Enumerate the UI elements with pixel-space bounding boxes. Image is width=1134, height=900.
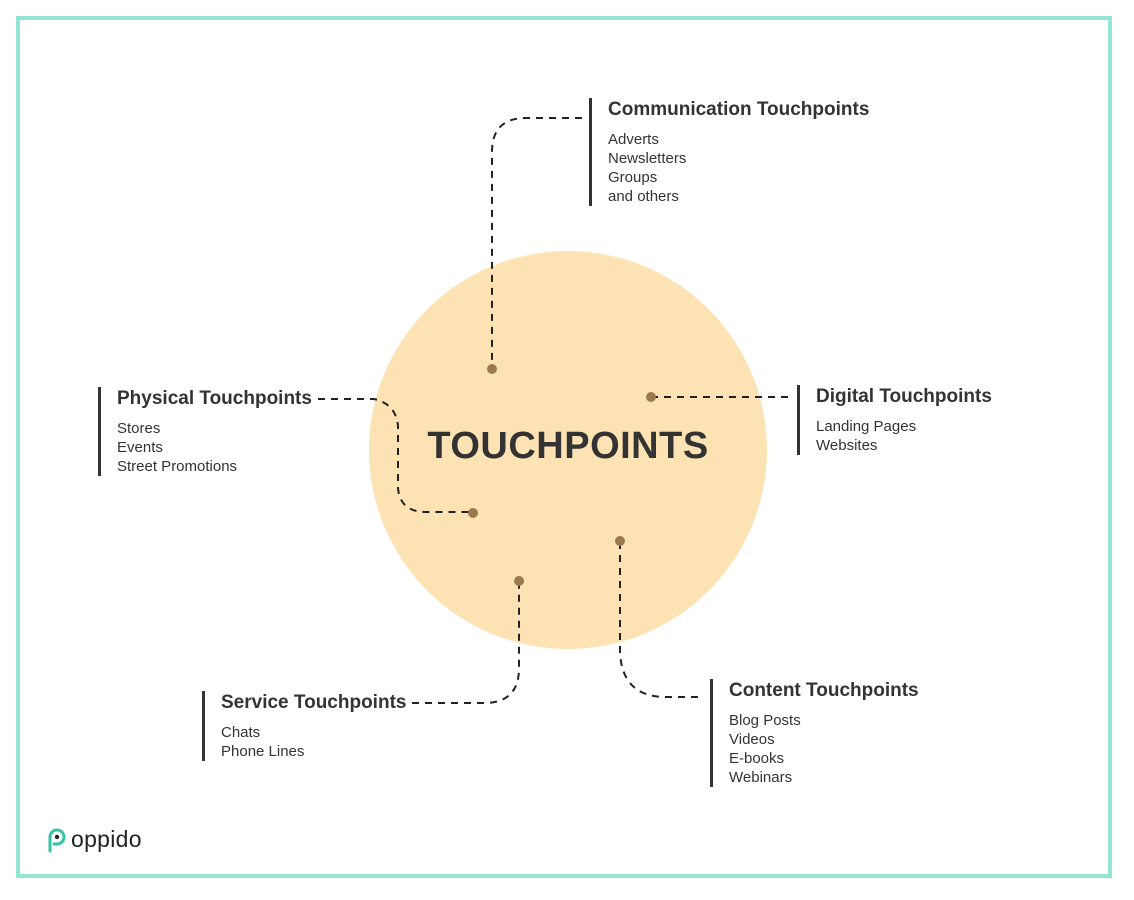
group-title: Communication Touchpoints (608, 99, 870, 120)
group-item: Websites (816, 437, 878, 454)
group-item: Newsletters (608, 150, 687, 167)
group-title: Service Touchpoints (221, 692, 407, 713)
group-item: Stores (117, 420, 161, 437)
group-item: and others (608, 188, 679, 205)
group-content: Content Touchpoints Blog Posts Videos E-… (710, 679, 919, 787)
group-title: Digital Touchpoints (816, 386, 992, 407)
group-digital: Digital Touchpoints Landing Pages Websit… (797, 385, 992, 455)
group-item: Groups (608, 169, 658, 186)
oppido-logo: oppido (46, 826, 142, 853)
group-item: Blog Posts (729, 712, 801, 729)
group-item: Street Promotions (117, 458, 238, 475)
connector-dot-communication (487, 364, 497, 374)
group-item: Landing Pages (816, 418, 917, 435)
frame-border (16, 16, 1112, 878)
group-item: Chats (221, 724, 261, 741)
group-service: Service Touchpoints Chats Phone Lines (202, 691, 406, 761)
connector-dot-service (514, 576, 524, 586)
group-item: Adverts (608, 131, 659, 148)
group-item: Videos (729, 731, 775, 748)
connector-dot-content (615, 536, 625, 546)
connector-physical (318, 398, 472, 513)
center-circle (369, 251, 767, 649)
connector-dot-physical (468, 508, 478, 518)
oppido-logo-text: oppido (71, 826, 142, 852)
group-item: Webinars (729, 769, 793, 786)
connector-content (619, 542, 704, 698)
group-item: Phone Lines (221, 743, 305, 760)
group-title: Physical Touchpoints (117, 388, 312, 409)
center-title: TOUCHPOINTS (427, 425, 709, 467)
oppido-logo-icon (48, 828, 66, 852)
group-item: E-books (729, 750, 785, 767)
group-communication: Communication Touchpoints Adverts Newsle… (589, 98, 869, 206)
connector-communication (491, 117, 582, 368)
group-item: Events (117, 439, 163, 456)
group-physical: Physical Touchpoints Stores Events Stree… (98, 387, 312, 476)
group-title: Content Touchpoints (729, 680, 919, 701)
connector-dot-digital (646, 392, 656, 402)
